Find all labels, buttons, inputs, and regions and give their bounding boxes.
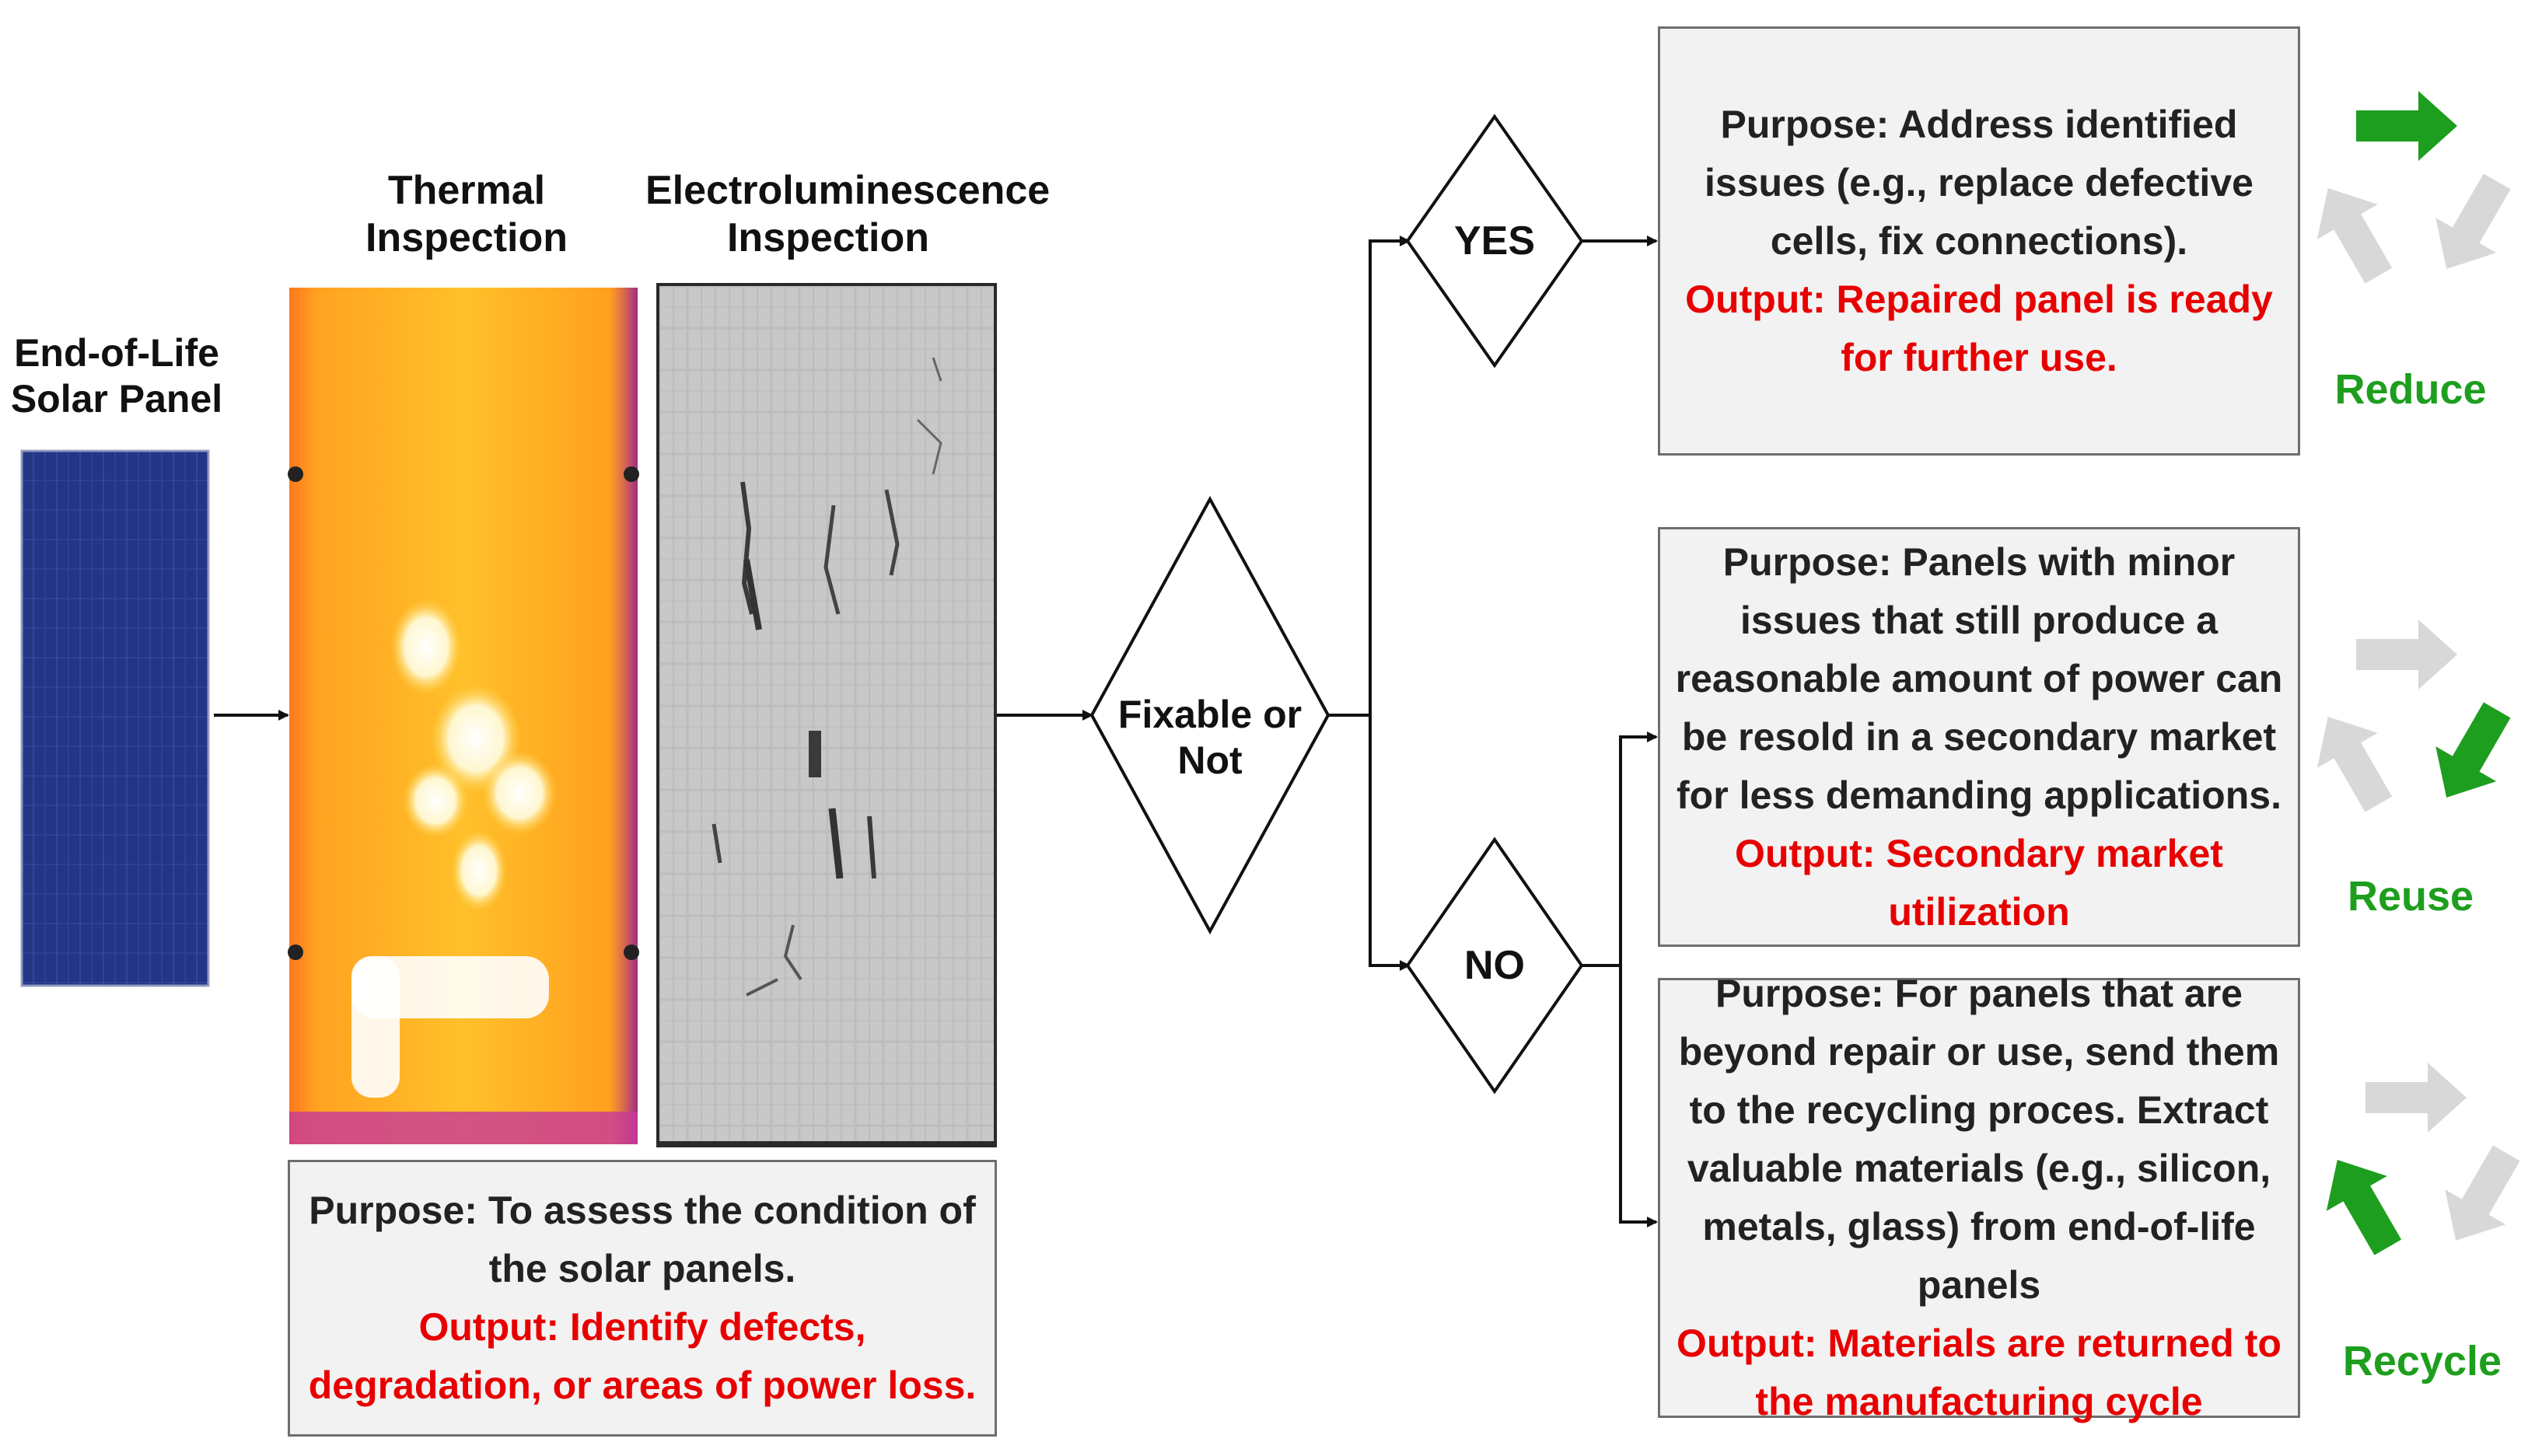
decision-diamond-main [1089,495,1330,935]
recycle-purpose-text: Purpose: For panels that are beyond repa… [1678,972,2280,1307]
decision-yes-label: YES [1453,218,1536,264]
decision-diamond-no [1405,836,1584,1095]
reuse-purpose-text: Purpose: Panels with minor issues that s… [1675,539,2283,817]
solar-panel-image [20,449,210,987]
recycle-arrow-highlight [2356,91,2457,161]
recycle-arrow-faded [2445,1145,2520,1241]
reuse-outcome-box: Purpose: Panels with minor issues that s… [1658,527,2300,947]
recycle-arrow-highlight [2326,1160,2402,1255]
recycle-arrow-faded [2316,717,2393,812]
thermal-image [288,288,639,1144]
thermal-inspection-title: Thermal Inspection [365,168,568,261]
inspection-purpose-text: Purpose: To assess the condition of the … [309,1189,976,1290]
arrow-to-no [1369,715,1411,971]
inspection-purpose-box: Purpose: To assess the condition of the … [288,1160,997,1437]
electroluminescence-inspection-title: Electroluminescence Inspection [645,168,1051,261]
inspection-output-text: Output: Identify defects, degradation, o… [308,1305,977,1407]
recycle-reduce-icon [2316,91,2511,284]
decision-main-label: Fixable or Not [1117,693,1302,782]
electroluminescence-image [656,283,997,1147]
reduce-output-text: Output: Repaired panel is ready for furt… [1685,277,2273,379]
recycle-arrow-faded [2316,188,2393,284]
recycle-reuse-icon [2316,620,2511,812]
recycle-arrow-faded [2435,173,2511,269]
recycle-arrow-faded [2356,620,2457,690]
source-panel-title: End-of-Life Solar Panel [10,331,223,421]
decision-diamond-yes [1405,113,1584,368]
reduce-label: Reduce [2334,366,2487,413]
reuse-label: Reuse [2347,873,2474,920]
recycle-outcome-box: Purpose: For panels that are beyond repa… [1658,972,2300,1423]
recycle-output-text: Output: Materials are returned to the ma… [1677,1322,2281,1423]
arrow-no-to-reuse [1619,731,1658,965]
reduce-purpose-text: Purpose: Address identified issues (e.g.… [1705,102,2254,263]
recycle-recycle-icon [2326,1063,2520,1255]
arrow-to-yes [1369,236,1411,715]
recycle-arrow-faded [2365,1063,2467,1133]
decision-no-label: NO [1464,943,1525,988]
recycle-arrow-highlight [2435,702,2511,798]
recycle-label: Recycle [2342,1338,2502,1384]
reuse-output-text: Output: Secondary market utilization [1735,831,2223,934]
reduce-outcome-box: Purpose: Address identified issues (e.g.… [1658,26,2300,456]
arrow-no-to-recycle [1619,965,1658,1227]
